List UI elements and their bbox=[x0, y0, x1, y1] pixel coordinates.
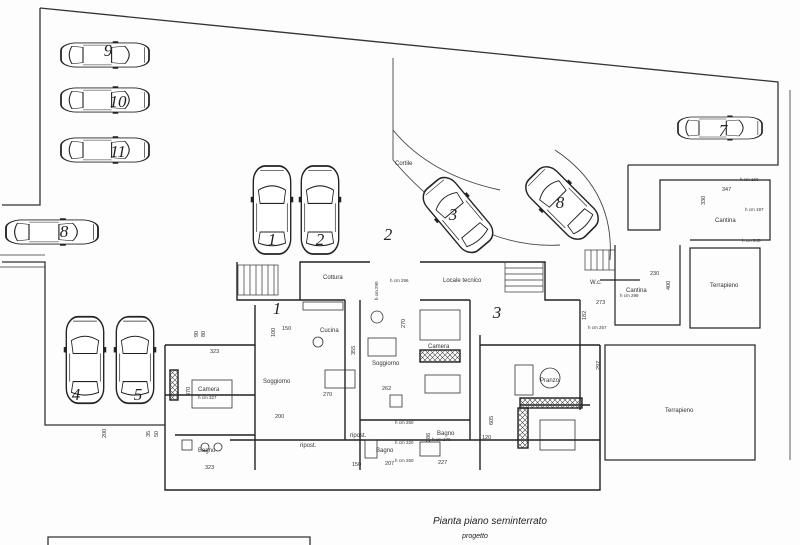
dimension-label: 150 bbox=[282, 326, 291, 332]
dimension-label: 323 bbox=[205, 465, 214, 471]
room-label: Bagno bbox=[198, 448, 216, 454]
parking-number: 9 bbox=[104, 41, 113, 60]
room-label: Locale tecnico bbox=[443, 278, 482, 284]
cellar-block bbox=[599, 165, 771, 461]
dimension-label: 227 bbox=[438, 460, 447, 466]
room-label: Cantina bbox=[626, 288, 647, 294]
car-10 bbox=[60, 85, 150, 115]
height-label: h cm 290 bbox=[374, 281, 379, 300]
unit-number: 3 bbox=[492, 303, 502, 322]
car-4 bbox=[62, 315, 108, 405]
dimension-label: 605 bbox=[489, 416, 495, 425]
dimension-label: 230 bbox=[650, 271, 659, 277]
height-label: h cm 220 bbox=[395, 440, 414, 445]
dimension-label: 330 bbox=[701, 196, 707, 205]
room-label: Camera bbox=[428, 344, 450, 350]
dimension-label: 182 bbox=[582, 311, 588, 320]
height-label: h cm 257 bbox=[588, 325, 607, 330]
dimension-label: 50 bbox=[154, 431, 160, 437]
dimension-label: 150 bbox=[352, 462, 361, 468]
dimension-label: 90 bbox=[194, 331, 200, 337]
room-label: Cantina bbox=[715, 218, 736, 224]
dimensions: 323 323 370 200 200 270 270 262 355 150 … bbox=[102, 187, 731, 471]
height-label: h cm 296 bbox=[390, 278, 409, 283]
height-label: h cm 160 bbox=[740, 177, 759, 182]
dimension-label: 100 bbox=[271, 328, 277, 337]
car-3 bbox=[415, 169, 501, 261]
room-label: W.c. bbox=[590, 280, 602, 286]
caption-subtitle: progetto bbox=[461, 533, 488, 540]
dimension-label: 270 bbox=[401, 319, 407, 328]
dimension-label: 400 bbox=[666, 281, 672, 290]
unit-number: 1 bbox=[273, 299, 282, 318]
dimension-label: 80 bbox=[201, 331, 207, 337]
parking-number: 3 bbox=[448, 205, 458, 224]
dimension-label: 286 bbox=[426, 433, 432, 442]
dimension-label: 200 bbox=[102, 429, 108, 438]
dimension-label: 347 bbox=[722, 187, 731, 193]
site-boundary bbox=[0, 7, 791, 460]
room-label: Bagno bbox=[437, 431, 455, 437]
furniture bbox=[181, 301, 576, 459]
room-label: Soggiorno bbox=[263, 379, 291, 385]
height-label: h cm 327 bbox=[198, 395, 217, 400]
height-label: h cm 250 bbox=[395, 420, 414, 425]
dimension-label: 35 bbox=[146, 431, 152, 437]
dimension-label: 270 bbox=[323, 392, 332, 398]
parking-number: 4 bbox=[72, 385, 81, 404]
dimension-label: 273 bbox=[596, 300, 605, 306]
dimension-label: 355 bbox=[351, 346, 357, 355]
room-label: Cucina bbox=[320, 328, 339, 334]
room-label: ripost. bbox=[300, 443, 317, 449]
room-label: Cottura bbox=[323, 275, 343, 281]
dimension-label: 370 bbox=[186, 387, 192, 396]
dimension-label: 323 bbox=[210, 349, 219, 355]
room-label: Camera bbox=[198, 387, 220, 393]
dimension-label: 297 bbox=[596, 361, 602, 370]
parking-number: 11 bbox=[110, 142, 126, 161]
building bbox=[164, 261, 601, 491]
dimension-label: 120 bbox=[482, 435, 491, 441]
room-label: Pranzo bbox=[540, 378, 560, 384]
height-label: h cm 296 bbox=[620, 293, 639, 298]
height-label: h cm 240 bbox=[742, 238, 761, 243]
stairs bbox=[237, 249, 616, 296]
room-label: ripost. bbox=[350, 433, 367, 439]
car-7 bbox=[5, 217, 99, 247]
parking-number: 1 bbox=[268, 230, 277, 249]
room-label: Cortile bbox=[395, 161, 413, 167]
parking-number: 2 bbox=[316, 230, 325, 249]
dimension-label: 207 bbox=[385, 461, 394, 467]
height-label: h cm 197 bbox=[745, 207, 764, 212]
parking-number: 8 bbox=[556, 193, 565, 212]
parking-number: 8 bbox=[60, 222, 69, 241]
dimension-label: 262 bbox=[382, 386, 391, 392]
dimension-label: 200 bbox=[275, 414, 284, 420]
room-label: Terrapieno bbox=[710, 283, 739, 289]
parking-number: 7 bbox=[719, 121, 729, 140]
sheet-bottom bbox=[47, 536, 311, 545]
parking-number: 10 bbox=[110, 92, 128, 111]
height-label: h cm 270 bbox=[432, 437, 451, 442]
room-label: Soggiorno bbox=[372, 361, 400, 367]
unit-number: 2 bbox=[384, 225, 393, 244]
car-11 bbox=[60, 135, 150, 165]
room-label: Terrapieno bbox=[665, 408, 694, 414]
room-label: Bagno bbox=[376, 448, 394, 454]
height-label: h cm 260 bbox=[395, 458, 414, 463]
caption-title: Pianta piano seminterrato bbox=[433, 516, 547, 527]
parking-number: 5 bbox=[134, 385, 143, 404]
